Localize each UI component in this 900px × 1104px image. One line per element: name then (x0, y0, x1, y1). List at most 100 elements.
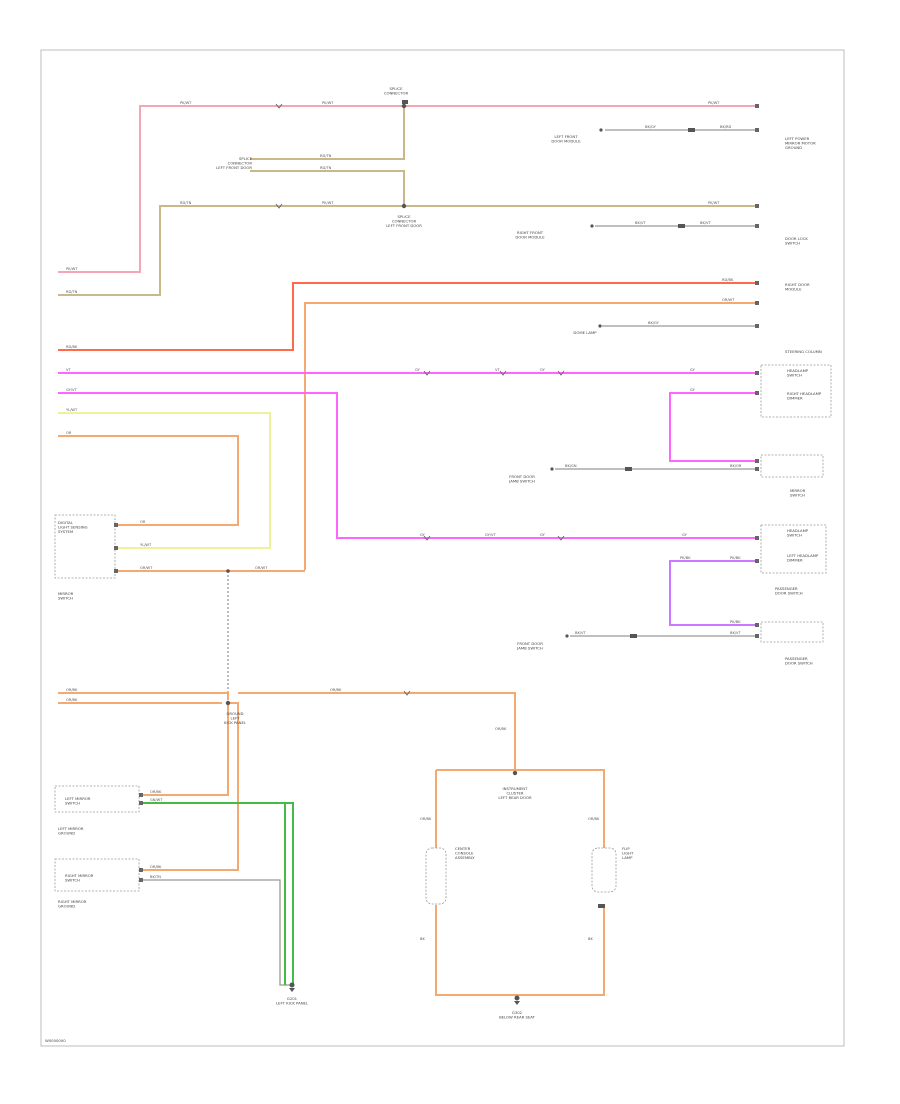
wire-label: OR (140, 520, 146, 524)
wire-label: OR/BK (150, 865, 162, 869)
wire-label: GY (420, 533, 426, 537)
wire-label: BK/TN (150, 875, 161, 879)
inline-symbols (402, 100, 695, 908)
switch-symbol (590, 224, 594, 228)
wire-label: OR/BK (150, 790, 162, 794)
wire-label: RD/TN (66, 290, 78, 294)
component-boxes (54, 364, 832, 905)
wire-or-bk-1 (58, 692, 229, 700)
wire-label: YL/WT (66, 408, 78, 412)
wire-or-bk-6 (436, 769, 605, 848)
splice-dot-or (226, 569, 230, 573)
pin-marker (755, 371, 759, 375)
fuse-symbol (630, 634, 637, 638)
wire-label: BK/OR (730, 464, 742, 468)
switch-symbol (599, 128, 603, 132)
ground-symbols (289, 988, 520, 1005)
wire-label: GY (682, 533, 688, 537)
wire-label: PK/WT (180, 101, 192, 105)
wire-label: BK/GN (565, 464, 577, 468)
connector-symbol (403, 690, 411, 696)
wire-label: RD/BK (722, 278, 734, 282)
wire-rd-tn-2 (250, 106, 405, 160)
wire-label: OR/WT (140, 566, 153, 570)
connector-symbol (275, 103, 283, 109)
wire-group-bottom (58, 692, 605, 996)
connector-symbol (423, 370, 431, 376)
switch-symbol (550, 467, 554, 471)
wire-label: BK/VT (575, 631, 586, 635)
wire-label: RD/TN (320, 166, 332, 170)
pin-marker (114, 569, 118, 573)
ground-dot-bot (514, 995, 520, 1001)
wire-label: BK/GY (645, 125, 657, 129)
wire-label: GY (415, 368, 421, 372)
wire-group-gray (143, 129, 755, 986)
wire-label: BK/VT (635, 221, 646, 225)
wire-label: PK/BK (730, 556, 741, 560)
wire-label: OR (66, 431, 72, 435)
wire-label: PK/WT (66, 267, 78, 271)
pin-marker (755, 224, 759, 228)
connector-symbols (275, 103, 565, 696)
switch-symbol (565, 634, 569, 638)
pin-marker (755, 204, 759, 208)
wire-or-bk-8 (435, 905, 605, 996)
lt-mirror-box (54, 785, 140, 813)
wire-label: PK/BK (680, 556, 691, 560)
pin-marker (139, 878, 143, 882)
wire-rd-bk (58, 282, 755, 351)
wire-vt-2 (669, 392, 755, 462)
wire-or-2 (58, 435, 239, 526)
connector-symbol (275, 203, 283, 209)
splice-dot-mid (401, 203, 407, 209)
wire-label: GY (690, 368, 696, 372)
pin-marker (114, 546, 118, 550)
wire-label: OR/BK (66, 698, 78, 702)
pin-markers (114, 104, 759, 882)
pin-marker (755, 459, 759, 463)
ground-dot-lkp (289, 982, 295, 988)
wire-label: GY (540, 533, 546, 537)
wire-or-wt (304, 302, 755, 570)
steering-box (760, 364, 832, 418)
pin-marker (755, 623, 759, 627)
wire-yl-wt (58, 412, 271, 549)
rt-mirror-box (54, 858, 140, 892)
wire-label: RD/BK (66, 345, 78, 349)
pin-marker (755, 467, 759, 471)
wire-label: YL/WT (140, 543, 152, 547)
splice-dot-bot (225, 700, 231, 706)
wire-label: BK (588, 937, 593, 941)
footer-code: W0000000 (45, 1038, 66, 1043)
fuse-symbol (402, 100, 408, 104)
pin-marker (114, 523, 118, 527)
component-label: STEERING COLUMN (785, 349, 822, 354)
wire-label: BK/RD (720, 125, 732, 129)
pin-marker (755, 281, 759, 285)
pin-marker (755, 104, 759, 108)
wire-label: OR/WT (255, 566, 268, 570)
pin-marker (755, 391, 759, 395)
headlamp-switch-box (760, 524, 827, 574)
wire-or-bk-3 (143, 702, 239, 871)
wire-label: OR/BK (66, 688, 78, 692)
wire-label: VT (495, 368, 500, 372)
